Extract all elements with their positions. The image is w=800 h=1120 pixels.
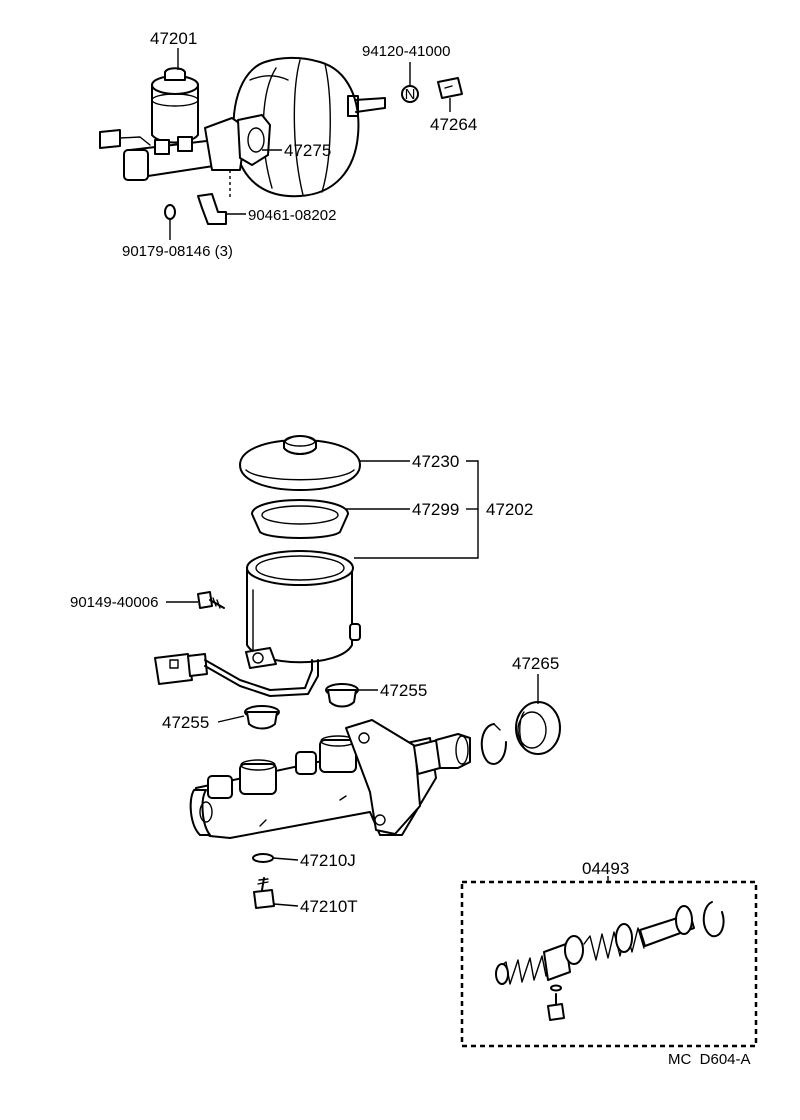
- master-cylinder-body: [189, 719, 471, 839]
- label-47265: 47265: [512, 654, 559, 673]
- washer-47210J: [252, 853, 274, 863]
- label-90149-40006: 90149-40006: [70, 594, 158, 611]
- level-switch-connector: [154, 653, 319, 697]
- label-90179-08146: 90179-08146 (3): [122, 243, 233, 260]
- nut-94120: N: [401, 85, 419, 103]
- repair-kit-04493: [460, 880, 758, 1048]
- label-47210J: 47210J: [300, 851, 356, 870]
- bolt-47210T: [253, 877, 275, 909]
- label-47202: 47202: [486, 500, 533, 519]
- grommet-47255-right: [325, 683, 359, 708]
- washer-90179: [164, 204, 176, 220]
- label-47264: 47264: [430, 115, 477, 134]
- label-47201: 47201: [150, 29, 197, 48]
- clip-47264: [437, 77, 463, 99]
- master-cylinder-assembly-small: [99, 67, 271, 200]
- screw-90149: [197, 591, 225, 609]
- label-47255-right: 47255: [380, 681, 427, 700]
- snap-ring: [480, 723, 507, 765]
- grommet-47255-left: [244, 705, 280, 730]
- label-47299: 47299: [412, 500, 459, 519]
- seal-47265: [515, 701, 561, 755]
- label-47210T: 47210T: [300, 897, 358, 916]
- label-47275: 47275: [284, 141, 331, 160]
- bracket-90461: [197, 193, 227, 225]
- label-90461-08202: 90461-08202: [248, 207, 336, 224]
- part-labels: 47201 94120-41000 47264 47275 90461-0820…: [70, 29, 751, 1068]
- label-94120-41000: 94120-41000: [362, 43, 450, 60]
- reservoir-strainer-47299: [251, 499, 349, 539]
- leader-lines: [166, 48, 609, 907]
- label-47255-left: 47255: [162, 713, 209, 732]
- nut-marker: N: [405, 86, 416, 103]
- reservoir-body: [245, 550, 361, 669]
- label-04493: 04493: [582, 859, 629, 878]
- reservoir-cap-47230: [239, 435, 361, 491]
- label-47230: 47230: [412, 452, 459, 471]
- footer-code: MC D604-A: [668, 1051, 751, 1068]
